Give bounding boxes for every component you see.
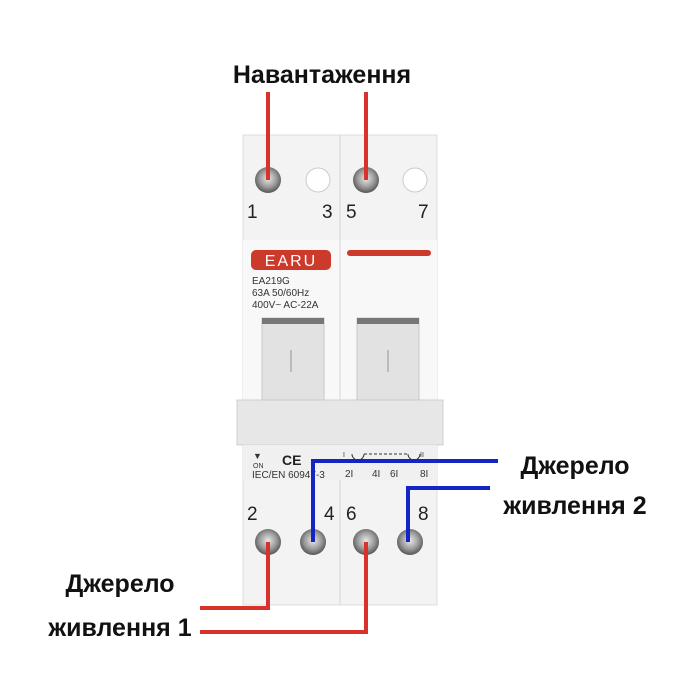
terminal-hole-7 — [402, 167, 428, 193]
on-arrow-icon: ▼ — [253, 451, 262, 461]
terminal-number-1: 1 — [247, 202, 258, 223]
rating-label: 63A 50/60Hz — [252, 288, 309, 299]
load-label: Навантаження — [233, 61, 411, 89]
schema-8i: 8I — [420, 469, 428, 480]
schema-4i: 4I — [372, 469, 380, 480]
source1-wire-2 — [200, 542, 270, 610]
source1-label-line2: живлення 1 — [47, 614, 191, 642]
schema-2i: 2I — [345, 469, 353, 480]
on-label: ON — [253, 463, 264, 470]
handle-left[interactable] — [261, 317, 325, 401]
lower-ledge — [236, 399, 444, 446]
terminal-number-7: 7 — [418, 202, 429, 223]
schema-6i: 6I — [390, 469, 398, 480]
brand-logo: EARU — [265, 253, 317, 270]
source2-wire-8 — [406, 486, 490, 542]
source2-label-line2: живлення 2 — [502, 492, 646, 520]
terminal-number-2: 2 — [247, 504, 258, 525]
voltage-label: 400V~ AC-22A — [252, 300, 319, 311]
ce-mark: CE — [282, 452, 301, 468]
terminal-number-5: 5 — [346, 202, 357, 223]
model-label: EA219G — [252, 276, 290, 287]
source1-wire-6 — [200, 542, 368, 634]
red-stripe — [347, 250, 431, 256]
terminal-number-6: 6 — [346, 504, 357, 525]
terminal-number-3: 3 — [322, 202, 333, 223]
terminal-number-4: 4 — [324, 504, 335, 525]
changeover-switch: EARU EA219G 63A 50/60Hz 400V~ AC-22A ▼ O… — [236, 134, 444, 606]
source2-wire-4 — [311, 459, 498, 542]
standard-label: IEC/EN 60947-3 — [252, 470, 325, 481]
source1-label-line1: Джерело — [65, 570, 174, 598]
position-i: I — [343, 452, 345, 459]
brand-badge — [251, 250, 331, 270]
terminal-number-8: 8 — [418, 504, 429, 525]
terminal-hole-3 — [305, 167, 331, 193]
position-ii: II — [420, 452, 424, 459]
source2-label-line1: Джерело — [520, 452, 629, 480]
